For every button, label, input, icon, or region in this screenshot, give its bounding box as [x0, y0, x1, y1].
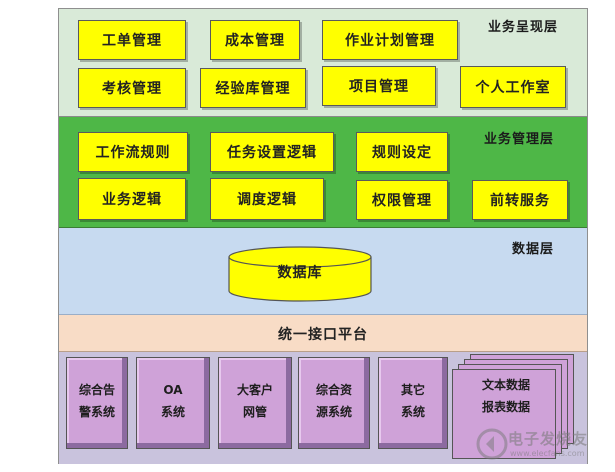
system-key-customer-line2: 网管	[242, 405, 267, 419]
module-project: 项目管理	[322, 66, 436, 106]
module-work-plan: 作业计划管理	[322, 20, 458, 60]
document-data-line2: 报表数据	[481, 400, 530, 414]
system-oa: OA 系统	[136, 357, 210, 449]
system-alarm-line2: 警系统	[78, 405, 115, 419]
module-personal-studio: 个人工作室	[460, 66, 566, 108]
document-stack-icon	[452, 354, 577, 460]
database-label: 数据库	[277, 265, 323, 281]
module-rule-setting: 规则设定	[356, 132, 448, 172]
system-other-line2: 系统	[400, 405, 425, 419]
system-alarm-line1: 综合告	[78, 383, 115, 397]
module-workflow-rules: 工作流规则	[78, 132, 188, 172]
module-scheduling-logic: 调度逻辑	[210, 178, 324, 220]
system-resources-line2: 源系统	[315, 405, 352, 419]
watermark-url: www.elecfans.com	[510, 449, 585, 458]
interface-layer	[59, 315, 587, 352]
interface-platform-label: 统一接口平台	[278, 326, 368, 343]
system-oa-line2: 系统	[160, 405, 185, 419]
module-work-order: 工单管理	[78, 20, 186, 60]
module-task-logic: 任务设置逻辑	[210, 132, 334, 172]
module-business-logic: 业务逻辑	[78, 178, 186, 220]
system-other-line1: 其它	[400, 383, 425, 397]
document-data-label: 文本数据 报表数据	[456, 374, 556, 426]
database-cylinder-icon	[228, 246, 372, 302]
module-permissions: 权限管理	[356, 180, 448, 220]
system-resources: 综合资源系统	[298, 357, 370, 449]
presentation-layer-title: 业务呈现层	[488, 20, 559, 35]
system-other: 其它系统	[378, 357, 448, 449]
module-cost: 成本管理	[210, 20, 300, 60]
data-layer-title: 数据层	[512, 242, 555, 257]
system-key-customer-line1: 大客户	[236, 383, 273, 397]
module-forward-service: 前转服务	[472, 180, 568, 220]
watermark-text: 电子发烧友	[508, 430, 589, 448]
system-key-customer: 大客户网管	[218, 357, 292, 449]
module-experience-base: 经验库管理	[200, 68, 306, 108]
management-layer-title: 业务管理层	[484, 132, 555, 147]
system-resources-line1: 综合资	[315, 383, 352, 397]
document-data-line1: 文本数据	[481, 378, 530, 392]
module-assessment: 考核管理	[78, 68, 186, 108]
system-alarm: 综合告警系统	[66, 357, 128, 449]
watermark-logo-icon	[476, 428, 508, 460]
system-oa-line1: OA	[163, 383, 183, 397]
